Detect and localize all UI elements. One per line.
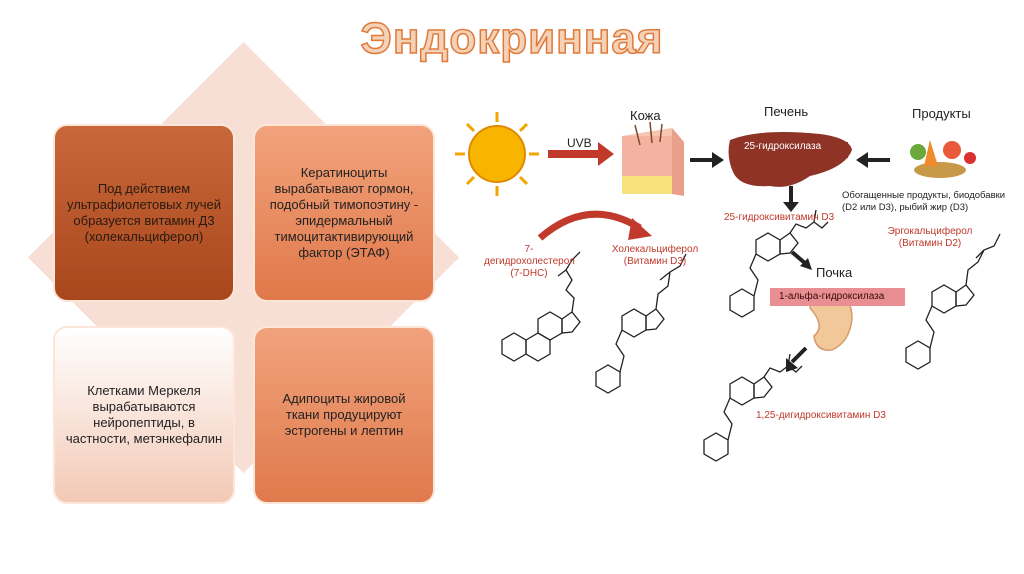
arrow-products-to-liver (856, 152, 890, 168)
enzyme-1a-bg (770, 288, 905, 306)
arrow-liver-down (783, 186, 799, 212)
ergocalciferol-label: Эргокальциферол (Витамин D2) (887, 226, 973, 249)
arrow-skin-to-liver (690, 152, 724, 168)
food-icon (910, 140, 976, 178)
hydroxy25-label: 25-гидроксивитамин D3 (724, 212, 835, 223)
box-uv-vitamin-d3: Под действием ультрафиолетовых лучей обр… (53, 124, 235, 302)
uvb-label: UVB (567, 136, 592, 150)
dhc-label: 7-дегидрохолестерол (7-DHC) (484, 244, 575, 279)
box-merkel-cells: Клетками Меркеля вырабатываются нейропеп… (53, 326, 235, 504)
cholecalciferol-label: Холекальциферол (Витамин D3) (611, 244, 699, 267)
kidney-label: Почка (816, 265, 853, 280)
products-note: Обогащенные продукты, биодобавки (D2 или… (842, 190, 1006, 213)
liver-label: Печень (764, 104, 809, 119)
molecule-25-hydroxy (729, 209, 829, 318)
products-label: Продукты (912, 106, 971, 121)
skin-icon (622, 121, 684, 196)
sun-icon (455, 112, 539, 196)
box-adipocytes: Адипоциты жировой ткани продуцируют эстр… (253, 326, 435, 504)
molecule-dihydroxy (703, 353, 803, 462)
page-title: Эндокринная (360, 13, 664, 64)
molecule-7dhc (501, 251, 581, 362)
skin-label: Кожа (630, 108, 661, 123)
molecule-cholecalciferol (595, 253, 687, 394)
uvb-arrow (548, 142, 614, 166)
arrow-to-kidney (790, 250, 812, 270)
enzyme-1a-label: 1-альфа-гидроксилаза (779, 291, 885, 302)
dihydroxy-label: 1,25-дигидроксивитамин D3 (756, 410, 886, 421)
arrow-7dhc-to-d3 (537, 210, 652, 241)
box-keratinocytes: Кератиноциты вырабатывают гормон, подобн… (253, 124, 435, 302)
liver-icon (728, 132, 852, 187)
molecule-ergocalciferol (905, 233, 1001, 370)
enzyme-25-label: 25-гидроксилаза (744, 141, 822, 152)
